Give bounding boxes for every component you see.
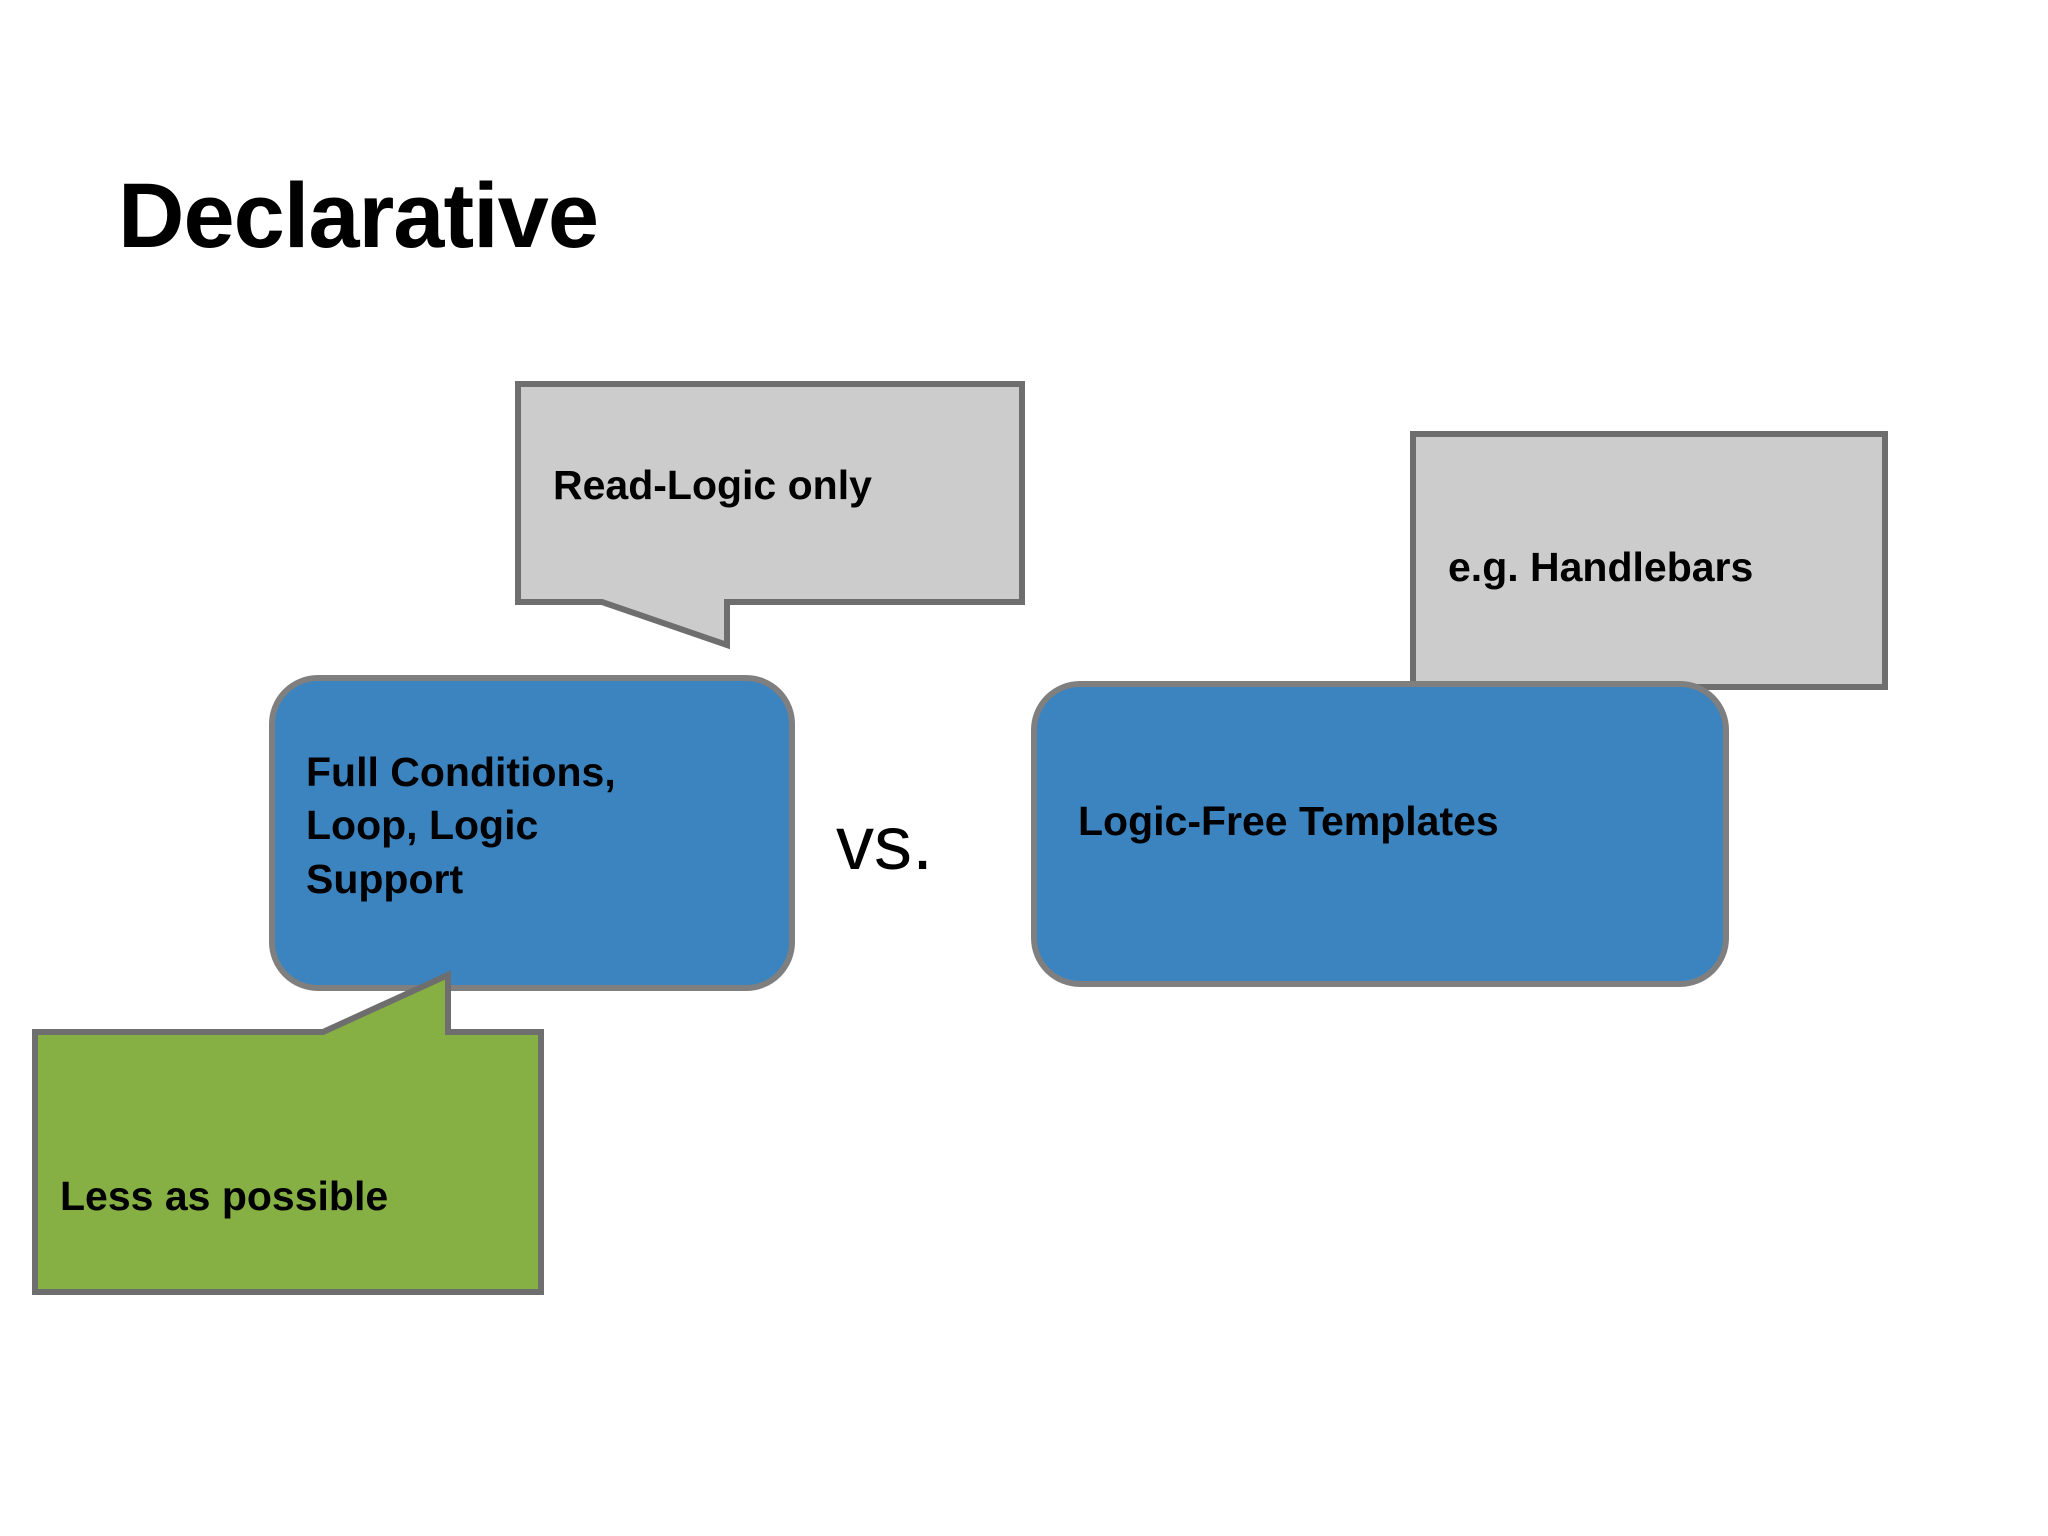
box-full-conditions: Full Conditions, Loop, Logic Support — [268, 674, 796, 992]
page-title: Declarative — [118, 165, 599, 267]
comparison-label-vs: vs. — [836, 801, 934, 886]
box-logic-free-templates: Logic-Free Templates — [1030, 680, 1730, 988]
callout-read-logic-only-label: Read-Logic only — [553, 462, 872, 508]
box-logic-free-templates-label: Logic-Free Templates — [1078, 798, 1499, 844]
callout-read-logic-only-shape — [515, 381, 1025, 650]
callout-read-logic-only: Read-Logic only — [515, 381, 1025, 661]
callout-handlebars-label: e.g. Handlebars — [1448, 544, 1754, 590]
box-full-conditions-shape — [269, 675, 795, 991]
callout-less-as-possible-label: Less as possible — [60, 1173, 389, 1219]
callout-less-as-possible: Less as possible — [32, 970, 548, 1298]
box-full-conditions-label: Full Conditions, Loop, Logic Support — [306, 749, 616, 902]
box-logic-free-templates-shape — [1031, 681, 1729, 987]
callout-less-as-possible-shape — [32, 970, 544, 1295]
